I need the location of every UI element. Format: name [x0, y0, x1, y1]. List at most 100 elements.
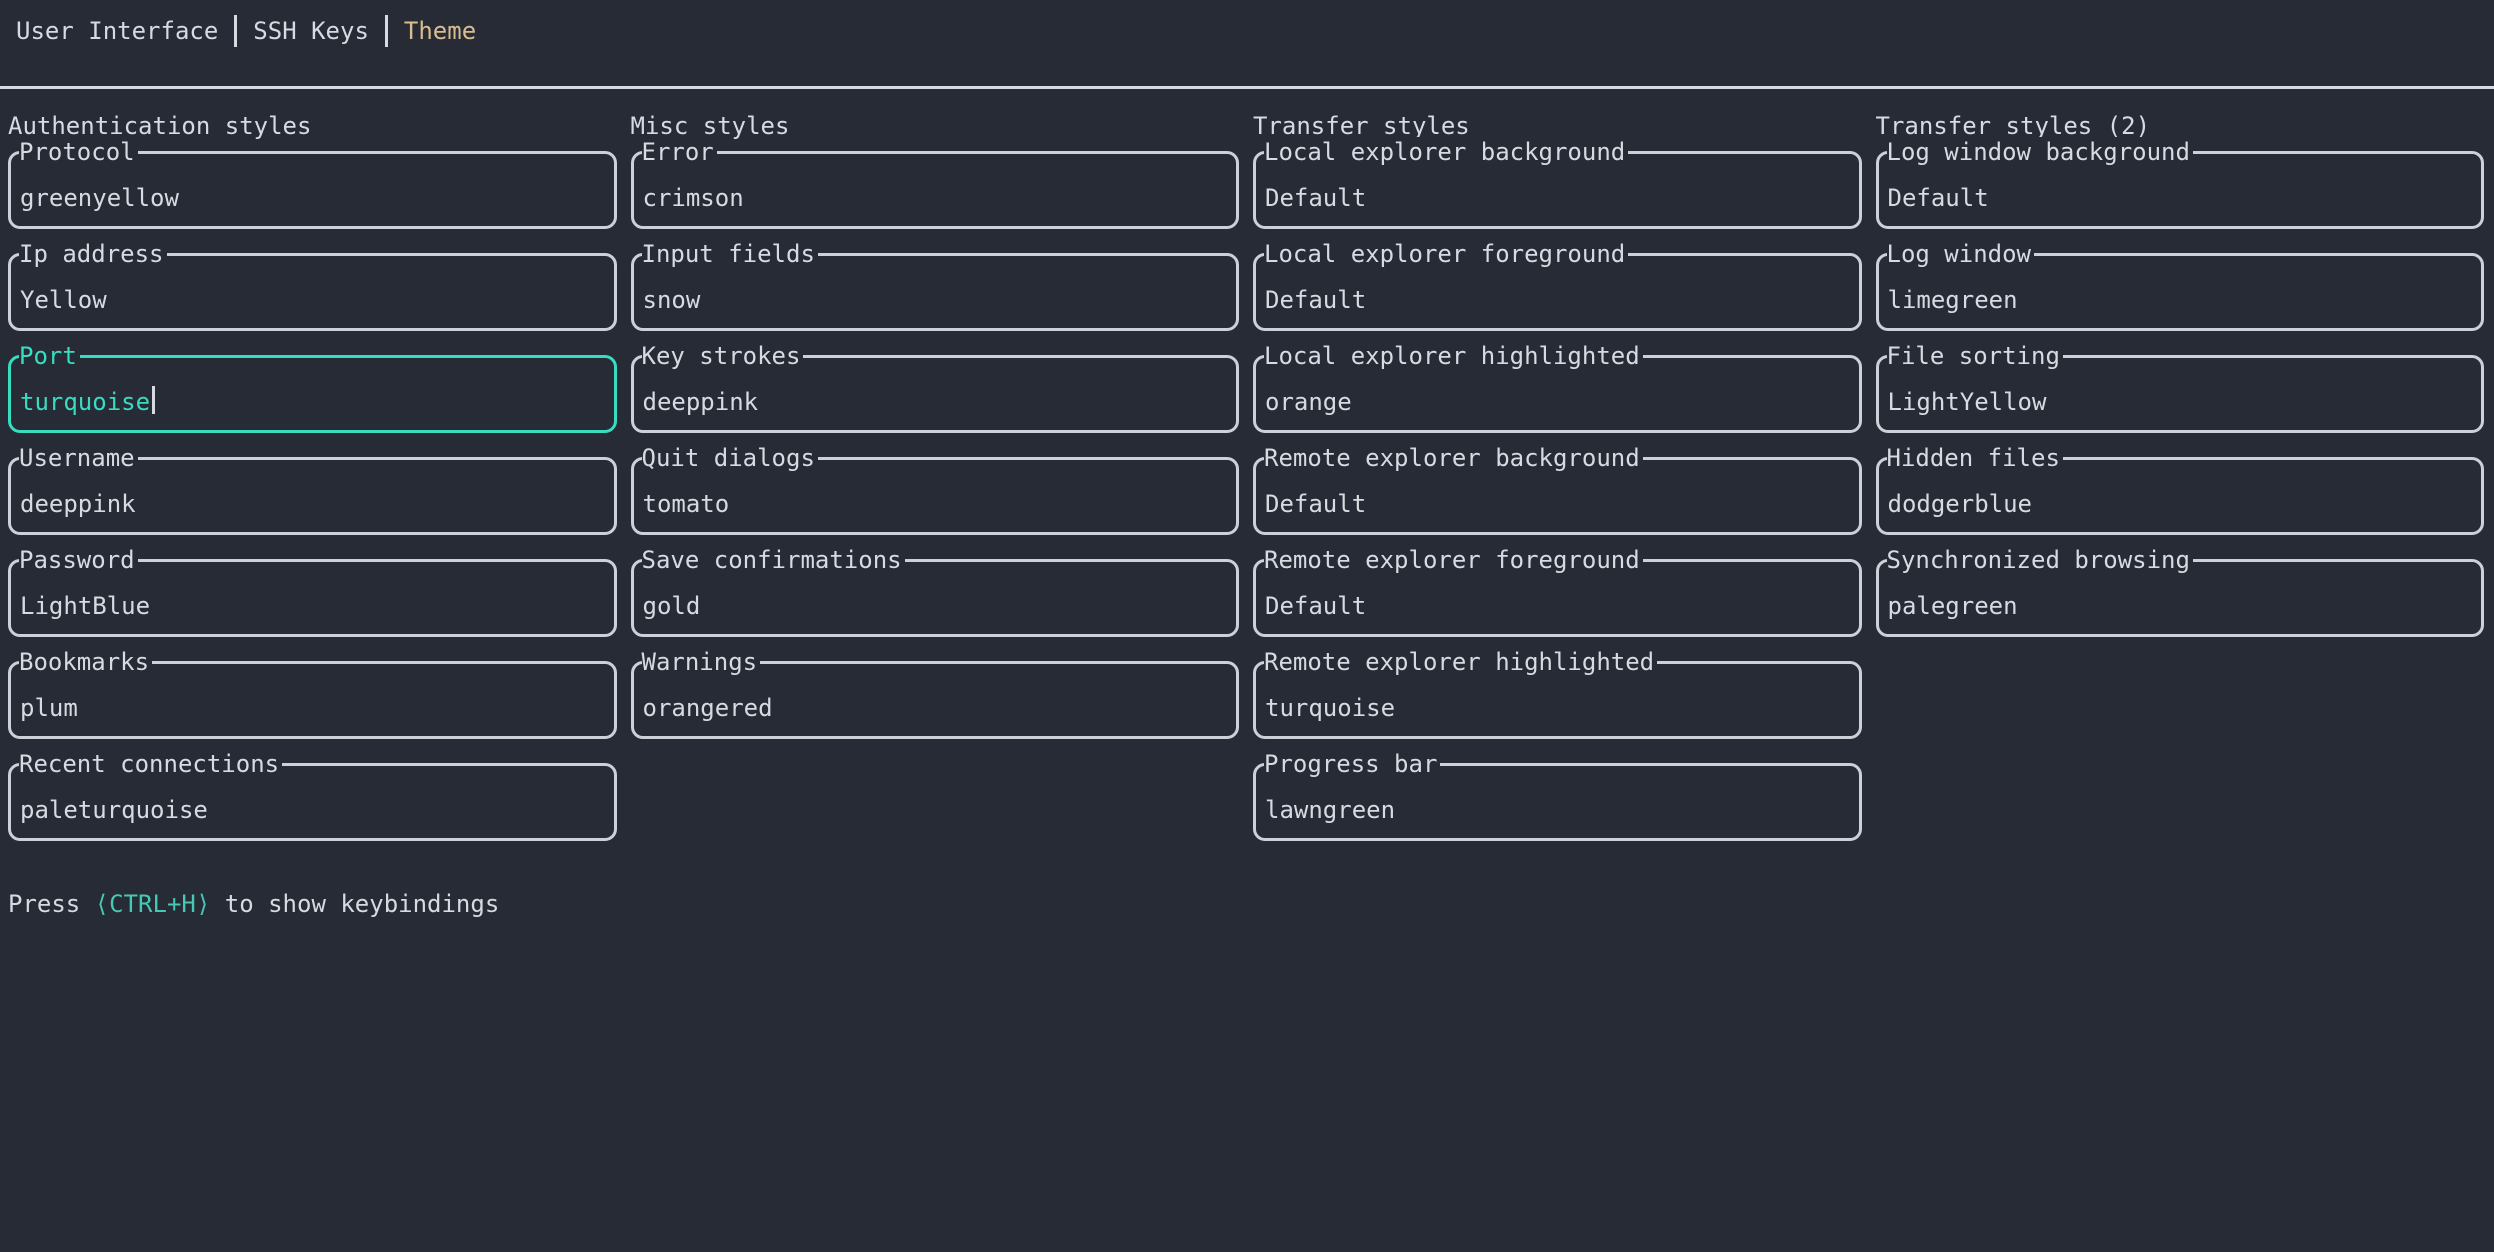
input-key-strokes[interactable]: Key strokes deeppink [630, 341, 1239, 433]
field-label: Input fields [641, 239, 818, 269]
input-file-sorting[interactable]: File sorting LightYellow [1875, 341, 2484, 433]
input-protocol[interactable]: Protocol greenyellow [8, 137, 617, 229]
input-ip-address[interactable]: Ip address Yellow [8, 239, 617, 331]
field-value: Default [1265, 490, 1367, 518]
section-transfer-styles-2: Transfer styles (2) Log window backgroun… [1875, 111, 2484, 865]
field-value: Default [1887, 184, 1989, 212]
field-label: Username [19, 443, 138, 473]
section-fields: Log window background Default Log window… [1875, 137, 2484, 637]
section-misc-styles: Misc styles Error crimson Input fields s… [630, 111, 1239, 865]
field-label: Progress bar [1264, 749, 1441, 779]
field-value: crimson [642, 184, 744, 212]
field-label: Error [641, 137, 717, 167]
field-label: Quit dialogs [641, 443, 818, 473]
field-label: Protocol [19, 137, 138, 167]
field-label: Ip address [19, 239, 167, 269]
field-value: tomato [642, 490, 730, 518]
section-title: Transfer styles (2) [1875, 112, 2151, 140]
input-error[interactable]: Error crimson [630, 137, 1239, 229]
input-username[interactable]: Username deeppink [8, 443, 617, 535]
input-input-fields[interactable]: Input fields snow [630, 239, 1239, 331]
field-label: Local explorer background [1264, 137, 1629, 167]
section-authentication-styles: Authentication styles Protocol greenyell… [8, 111, 617, 865]
field-value: lawngreen [1265, 796, 1396, 824]
input-synchronized-browsing[interactable]: Synchronized browsing palegreen [1875, 545, 2484, 637]
field-value: paleturquoise [20, 796, 208, 824]
field-value: Default [1265, 592, 1367, 620]
tab-theme[interactable]: Theme [403, 17, 477, 45]
input-local-explorer-background[interactable]: Local explorer background Default [1253, 137, 1862, 229]
section-fields: Error crimson Input fields snow Key stro… [630, 137, 1239, 739]
theme-settings-grid: Authentication styles Protocol greenyell… [0, 89, 2494, 865]
input-recent-connections[interactable]: Recent connections paleturquoise [8, 749, 617, 841]
field-label: Log window background [1886, 137, 2193, 167]
section-title: Misc styles [630, 112, 790, 140]
field-value: Default [1265, 286, 1367, 314]
input-quit-dialogs[interactable]: Quit dialogs tomato [630, 443, 1239, 535]
section-transfer-styles: Transfer styles Local explorer backgroun… [1253, 111, 1862, 865]
tab-user-interface[interactable]: User Interface [16, 17, 219, 45]
field-label: Bookmarks [19, 647, 153, 677]
hint-suffix: to show keybindings [210, 890, 500, 918]
input-bookmarks[interactable]: Bookmarks plum [8, 647, 617, 739]
tab-separator [234, 15, 238, 47]
field-label: Port [19, 341, 80, 371]
text-cursor [152, 386, 156, 414]
field-label: Synchronized browsing [1886, 545, 2193, 575]
input-log-window-background[interactable]: Log window background Default [1875, 137, 2484, 229]
input-hidden-files[interactable]: Hidden files dodgerblue [1875, 443, 2484, 535]
field-label: Local explorer foreground [1264, 239, 1629, 269]
field-label: Remote explorer foreground [1264, 545, 1643, 575]
section-title: Authentication styles [8, 112, 312, 140]
section-fields: Protocol greenyellow Ip address Yellow P… [8, 137, 617, 841]
field-label: Key strokes [641, 341, 804, 371]
field-value: limegreen [1887, 286, 2018, 314]
field-value: plum [20, 694, 78, 722]
field-value: gold [642, 592, 701, 620]
field-label: Hidden files [1886, 443, 2063, 473]
field-value: palegreen [1887, 592, 2018, 620]
field-value: orangered [642, 694, 773, 722]
input-remote-explorer-background[interactable]: Remote explorer background Default [1253, 443, 1862, 535]
section-title: Transfer styles [1253, 112, 1470, 140]
field-label: Log window [1886, 239, 2034, 269]
field-value: Default [1265, 184, 1367, 212]
hint-prefix: Press [8, 890, 95, 918]
field-label: Recent connections [19, 749, 283, 779]
field-value: LightBlue [20, 592, 151, 620]
input-local-explorer-highlighted[interactable]: Local explorer highlighted orange [1253, 341, 1862, 433]
input-password[interactable]: Password LightBlue [8, 545, 617, 637]
field-value: dodgerblue [1887, 490, 2033, 518]
field-label: Remote explorer background [1264, 443, 1643, 473]
input-local-explorer-foreground[interactable]: Local explorer foreground Default [1253, 239, 1862, 331]
field-label: File sorting [1886, 341, 2063, 371]
ctrl-h-key-hint: ⟨CTRL+H⟩ [94, 890, 211, 918]
input-remote-explorer-foreground[interactable]: Remote explorer foreground Default [1253, 545, 1862, 637]
field-label: Password [19, 545, 138, 575]
field-label: Local explorer highlighted [1264, 341, 1643, 371]
field-value: turquoise [1265, 694, 1396, 722]
field-label: Warnings [641, 647, 761, 677]
field-value: Yellow [20, 286, 107, 314]
field-value: snow [642, 286, 701, 314]
field-value: deeppink [642, 388, 759, 416]
input-remote-explorer-highlighted[interactable]: Remote explorer highlighted turquoise [1253, 647, 1862, 739]
tab-bar-divider [0, 86, 2494, 89]
input-log-window[interactable]: Log window limegreen [1875, 239, 2484, 331]
section-fields: Local explorer background Default Local … [1253, 137, 1862, 841]
field-value: turquoise [20, 386, 156, 417]
input-save-confirmations[interactable]: Save confirmations gold [630, 545, 1239, 637]
tab-ssh-keys[interactable]: SSH Keys [253, 17, 369, 45]
field-value: orange [1265, 388, 1352, 416]
tab-bar: User Interface SSH Keys Theme [0, 0, 2494, 48]
input-port[interactable]: Port turquoise [8, 341, 617, 433]
field-label: Remote explorer highlighted [1264, 647, 1658, 677]
keybinding-hint: Press ⟨CTRL+H⟩ to show keybindings [0, 865, 2494, 919]
field-value: greenyellow [20, 184, 179, 212]
field-value: LightYellow [1887, 388, 2047, 416]
input-warnings[interactable]: Warnings orangered [630, 647, 1239, 739]
field-value: deeppink [20, 490, 136, 518]
tab-separator [384, 15, 388, 47]
input-progress-bar[interactable]: Progress bar lawngreen [1253, 749, 1862, 841]
